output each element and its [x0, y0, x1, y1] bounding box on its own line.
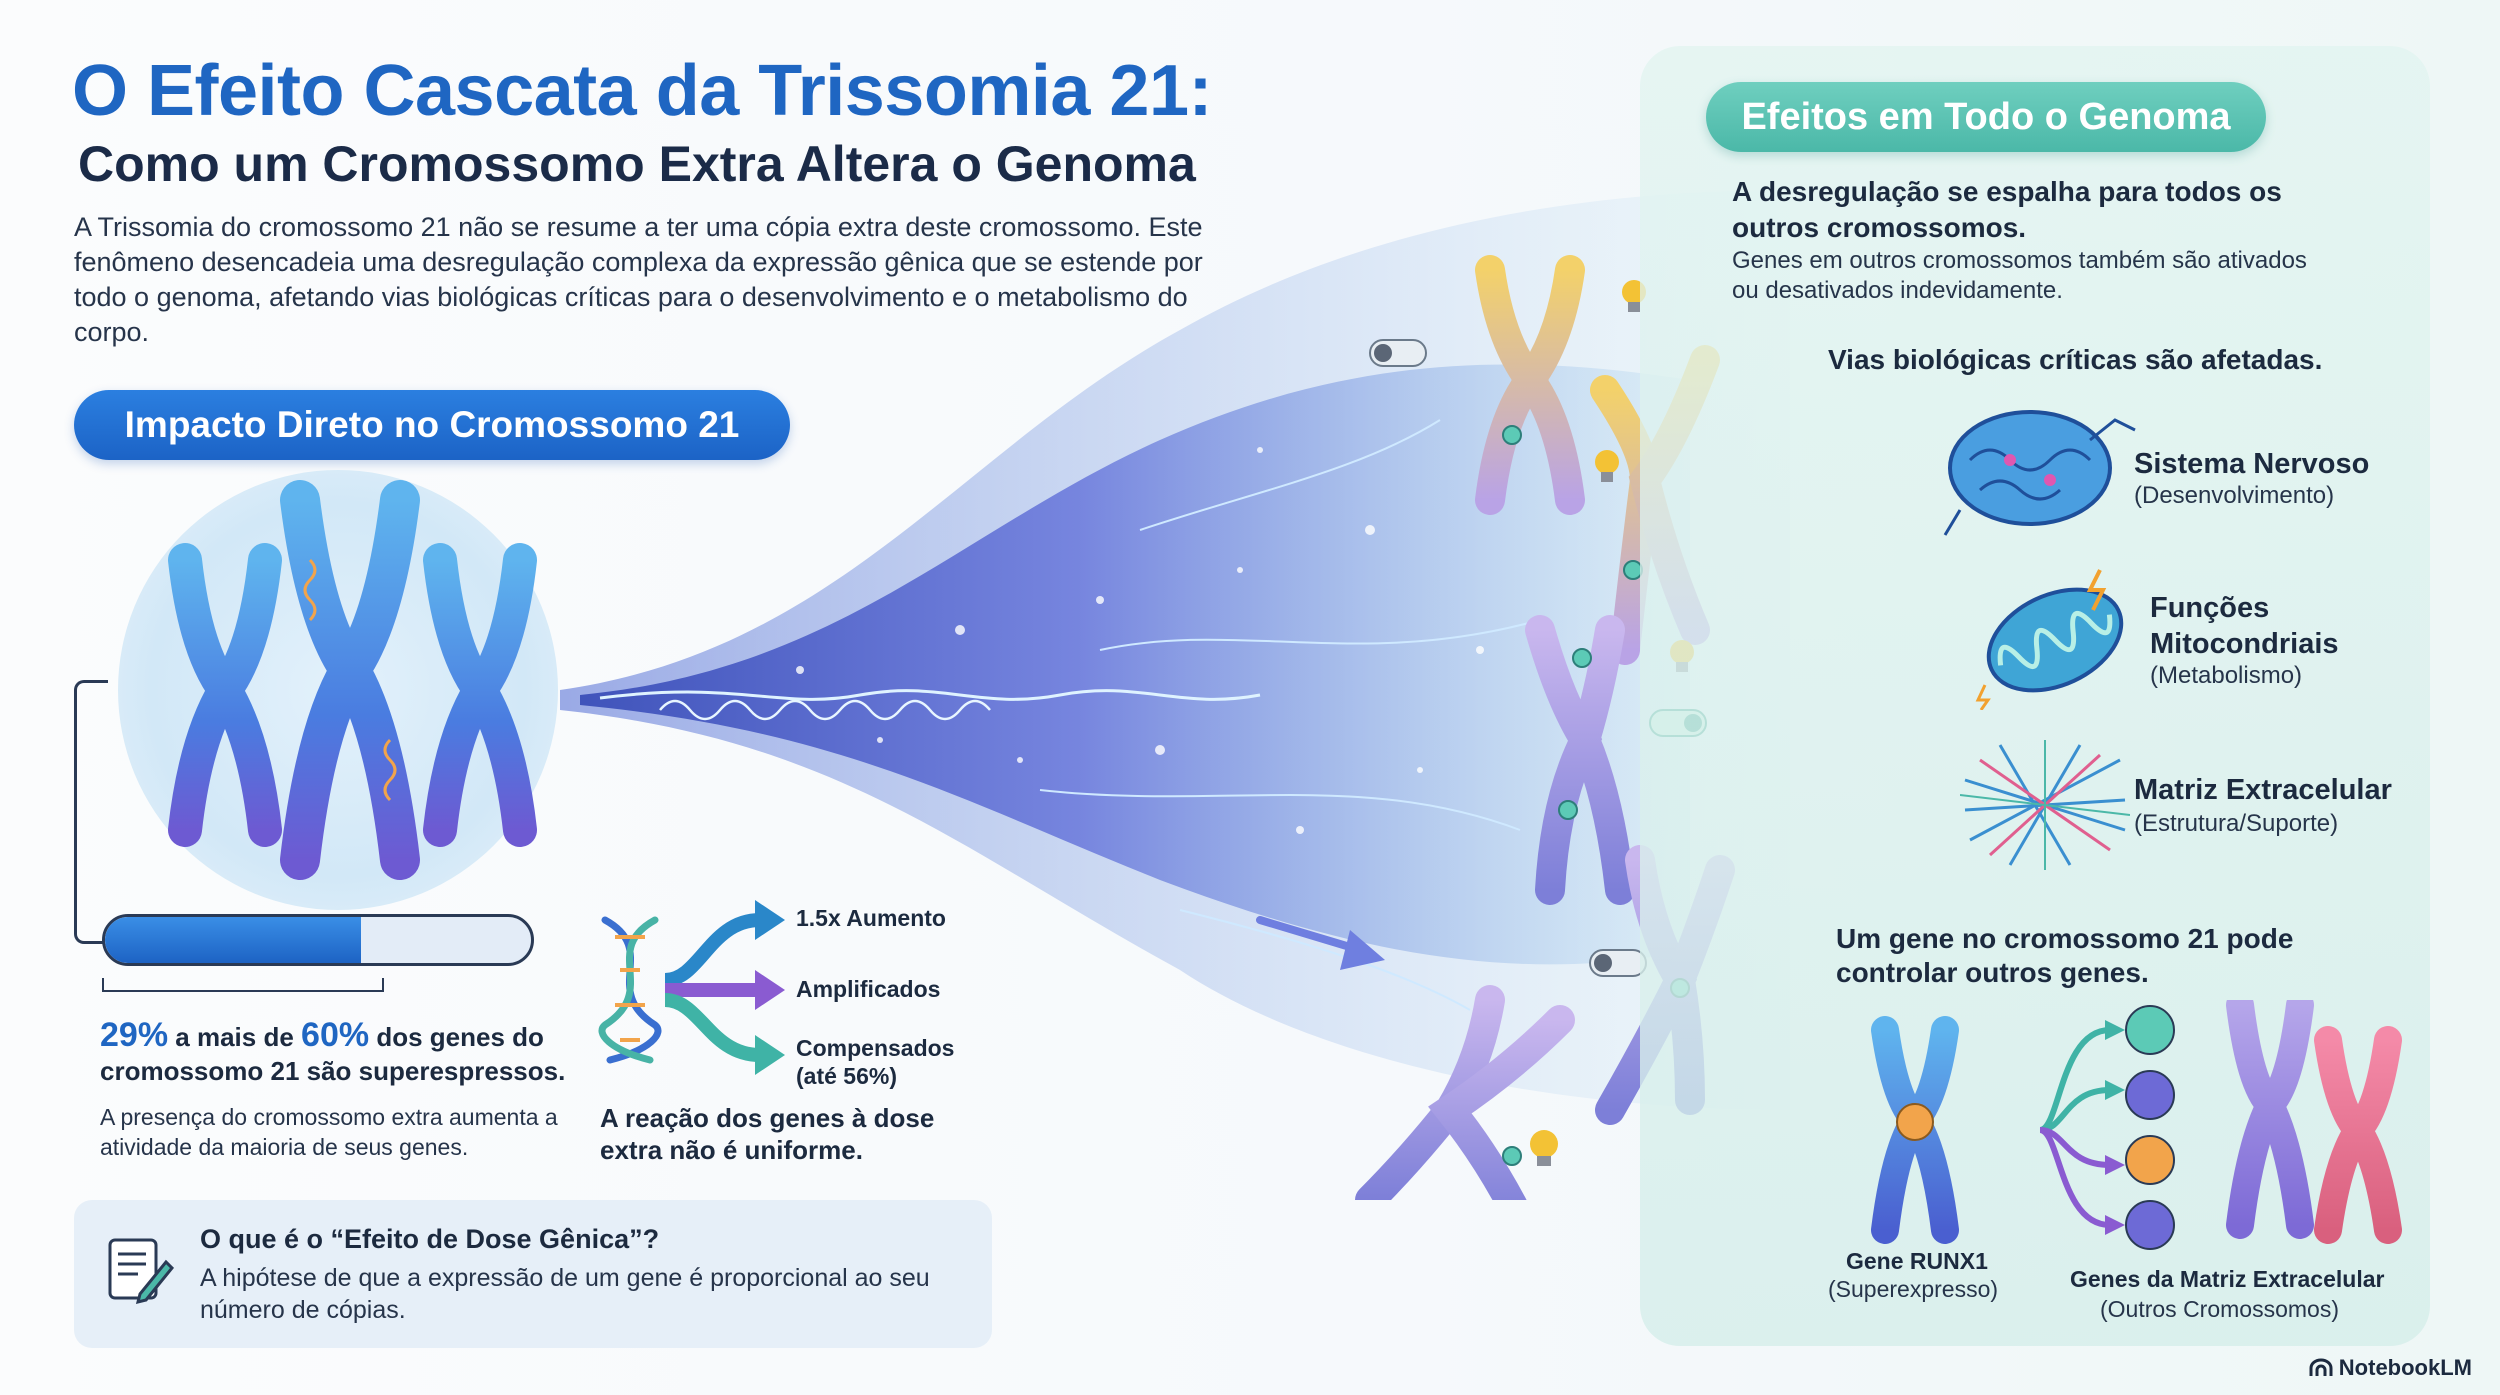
pathways-heading: Vias biológicas críticas são afetadas.: [1828, 344, 2323, 375]
pathway-sub-matrix: (Estrutura/Suporte): [2134, 810, 2339, 837]
arrow-label-increase: 1.5x Aumento: [796, 905, 946, 931]
arrow-label-amplified: Amplificados: [796, 976, 941, 1002]
runx1-label: Gene RUNX1: [1846, 1248, 1988, 1274]
stat-percent-1: 29%: [100, 1016, 169, 1054]
page-title: O Efeito Cascata da Trissomia 21:: [72, 51, 1212, 131]
stat-percent-2: 60%: [301, 1016, 370, 1054]
direct-impact-pill: Impacto Direto no Cromossomo 21: [74, 390, 790, 460]
pathway-title-matrix: Matriz Extracelular: [2134, 774, 2392, 806]
spread-heading: A desregulação se espalha para todos os …: [1732, 176, 2282, 243]
pathway-sub-mito: (Metabolismo): [2150, 662, 2303, 689]
dose-box-title: O que é o “Efeito de Dose Gênica”?: [200, 1224, 660, 1254]
reaction-caption: A reação dos genes à dose extra não é un…: [600, 1103, 935, 1165]
overexpression-stat: 29% a mais de 60% dos genes do cromossom…: [100, 1018, 570, 1088]
pathway-sub-nervous: (Desenvolvimento): [2134, 482, 2335, 509]
intro-paragraph: A Trissomia do cromossomo 21 não se resu…: [74, 212, 1203, 347]
document-pen-icon: [108, 1238, 175, 1305]
matrix-genes-sublabel: (Outros Cromossomos): [2100, 1296, 2339, 1322]
matrix-genes-label: Genes da Matriz Extracelular: [2070, 1266, 2385, 1292]
dose-box-text: A hipótese de que a expressão de um gene…: [200, 1264, 930, 1324]
progress-bracket: [102, 978, 384, 992]
connector-bracket: [74, 680, 108, 944]
runx1-control-diagram: [1871, 1000, 2402, 1250]
mitochondria-icon: [1975, 569, 2124, 710]
genome-effects-panel: [1640, 46, 2430, 1346]
dna-helix-icon: [598, 916, 662, 1064]
page-subtitle: Como um Cromossomo Extra Altera o Genoma: [78, 136, 1196, 192]
stat-mid-text: a mais de: [168, 1022, 302, 1052]
dose-response-arrows: [664, 900, 785, 1075]
notebooklm-brand: NotebookLM: [2309, 1355, 2472, 1381]
pathway-title-mito: Funções Mitocondriais: [2150, 592, 2339, 660]
cascade-flow-illustration: [560, 190, 1790, 1110]
brand-label: NotebookLM: [2338, 1355, 2472, 1380]
three-chromosomes-icon: [168, 480, 537, 880]
control-heading: Um gene no cromossomo 21 pode controlar …: [1836, 923, 2294, 988]
spread-text: Genes em outros cromossomos também são a…: [1732, 247, 2307, 304]
stat-end-text: dos genes do cromossomo 21 são superespr…: [100, 1022, 566, 1086]
matrix-icon: [1960, 740, 2130, 870]
gene-dose-info-box: [74, 1200, 992, 1348]
runx1-sublabel: (Superexpresso): [1828, 1276, 1999, 1302]
arrow-label-compensated: Compensados (até 56%): [796, 1035, 955, 1089]
stat-description: A presença do cromossomo extra aumenta a…: [100, 1104, 558, 1160]
brain-icon: [1943, 410, 2136, 536]
progress-fill: [105, 917, 361, 963]
pathway-title-nervous: Sistema Nervoso: [2134, 448, 2370, 480]
notebooklm-logo-icon: [2309, 1358, 2333, 1376]
genome-effects-pill: Efeitos em Todo o Genoma: [1706, 82, 2266, 152]
overexpression-progress-bar: [102, 914, 534, 966]
